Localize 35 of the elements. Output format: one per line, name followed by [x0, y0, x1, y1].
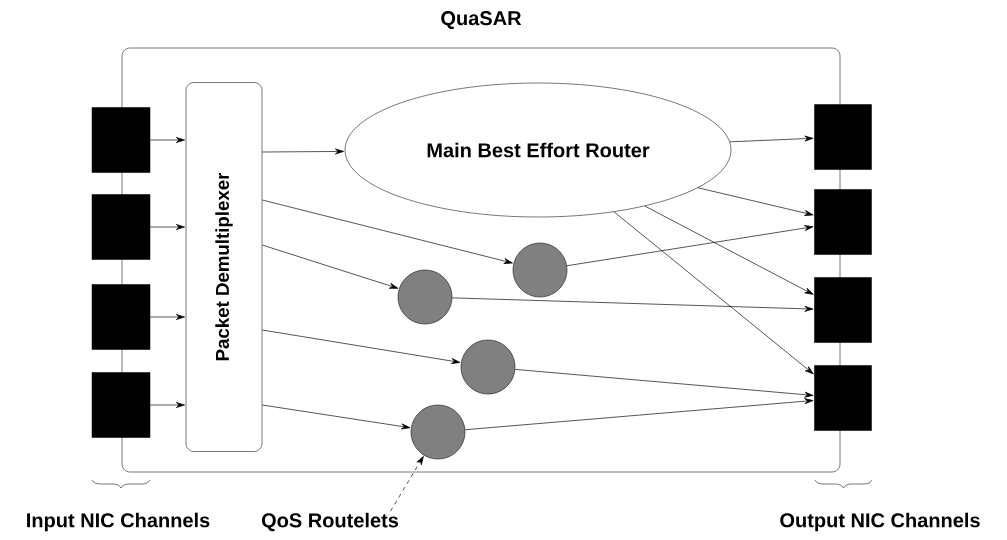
arrow: [149, 137, 185, 143]
arrow: [149, 314, 185, 320]
arrow: [697, 187, 814, 216]
circle: [512, 242, 568, 298]
square-block: [814, 189, 872, 255]
arrow: [451, 297, 814, 312]
process-box: Packet Demultiplexer: [185, 82, 263, 452]
arrow: [261, 404, 411, 430]
arrow: [514, 369, 814, 398]
circle: [460, 339, 516, 395]
arrow: [261, 148, 344, 155]
arrow: [613, 211, 814, 375]
circle: [397, 269, 453, 325]
arrow: [566, 225, 814, 267]
arrow: [261, 199, 513, 264]
circle: [410, 404, 466, 460]
square-block: [814, 365, 872, 431]
node-label: QuaSAR: [441, 11, 522, 30]
square-block: [91, 372, 151, 438]
arrow: [464, 398, 814, 431]
arrow: [149, 402, 185, 408]
arrow: [149, 224, 185, 230]
square-block: [814, 104, 872, 170]
square-block: [814, 277, 872, 343]
arrow: [644, 205, 814, 295]
channel-label: Output NIC Channels: [780, 512, 980, 532]
channel-label: Input NIC Channels: [27, 512, 210, 532]
square-block: [91, 284, 151, 350]
caption-text: QoS Routelets: [261, 512, 399, 532]
arrow: [261, 329, 461, 364]
square-block: [91, 107, 151, 173]
arrow: [390, 456, 424, 512]
arrow: [261, 244, 399, 289]
square-block: [91, 194, 151, 260]
arrow: [729, 135, 814, 143]
